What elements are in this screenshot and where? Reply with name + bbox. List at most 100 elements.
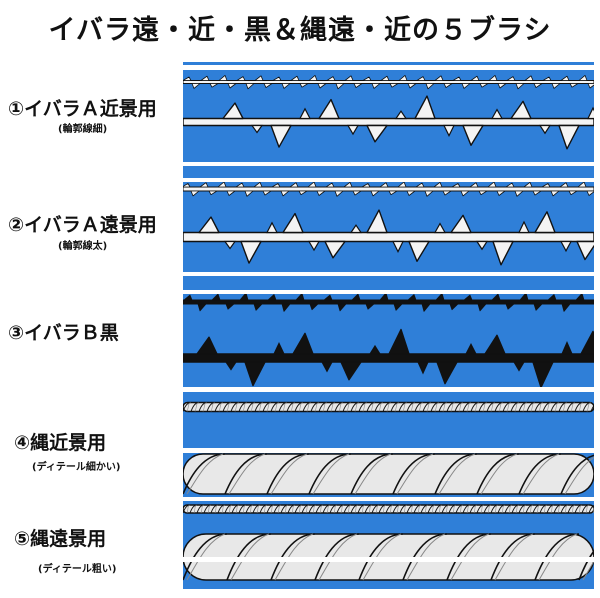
thorn-spike xyxy=(198,216,220,234)
thorn-vine-b-black-large xyxy=(183,328,594,389)
thorn-spike xyxy=(222,102,244,120)
rope-shade xyxy=(480,504,484,514)
thorn-spike xyxy=(299,83,309,88)
thorn-spike xyxy=(505,303,515,310)
thorn-spike xyxy=(366,209,388,234)
thorn-spike xyxy=(542,76,552,81)
thorn-spike xyxy=(452,76,462,81)
rope-shade xyxy=(298,504,302,514)
thorn-spike xyxy=(512,361,526,372)
thorn-spike xyxy=(533,303,543,311)
rope-shade xyxy=(338,402,343,412)
rope-strand xyxy=(590,404,594,412)
rope-shade xyxy=(368,504,372,514)
rope-shade xyxy=(417,504,421,514)
thorn-spike xyxy=(379,292,389,301)
rope-shade xyxy=(354,402,359,412)
rope-shade xyxy=(312,453,350,495)
thorn-spike xyxy=(490,108,504,120)
rope-shade xyxy=(330,402,335,412)
rope-strand xyxy=(350,453,394,495)
thorn-spike xyxy=(183,294,193,301)
thorn-spike xyxy=(424,190,434,197)
thorn-spike xyxy=(316,190,326,196)
rope-shade xyxy=(466,504,470,514)
rope-shade xyxy=(284,504,288,514)
brush-preview-panel xyxy=(183,62,594,589)
thorn-spike xyxy=(538,124,552,135)
thorn-spike xyxy=(394,110,408,120)
rope-shade xyxy=(319,504,323,514)
rope-shade xyxy=(450,402,455,412)
thorn-spike xyxy=(299,107,311,120)
rope-shade xyxy=(306,402,311,412)
vine-stem xyxy=(183,299,594,305)
thorn-spike xyxy=(478,190,488,196)
rope-shade xyxy=(362,533,401,581)
thorn-spike xyxy=(191,83,201,89)
rope-shade xyxy=(410,402,415,412)
rope-shade xyxy=(375,504,379,514)
thorn-vine-a-near-large xyxy=(183,95,594,150)
rope-shade xyxy=(263,504,267,514)
thorn-spike xyxy=(361,183,371,188)
brush-label-5: ⑤縄遠景用 xyxy=(14,528,107,550)
thorn-spike xyxy=(547,294,557,301)
rope-shade xyxy=(274,402,279,412)
rope-shade xyxy=(543,504,547,514)
thorn-spike xyxy=(506,76,516,81)
thorn-spike xyxy=(351,293,361,301)
thorn-spike xyxy=(534,211,556,234)
thorn-spike xyxy=(505,182,515,188)
rope-far-small xyxy=(183,504,594,514)
thorn-spike xyxy=(225,303,235,310)
thorn-spike xyxy=(532,190,542,196)
rope-shade xyxy=(522,504,526,514)
thorn-spike xyxy=(550,190,560,197)
thorn-spike xyxy=(224,361,238,371)
thorn-spike xyxy=(541,183,551,188)
thorn-spike xyxy=(462,124,484,146)
thorn-spike xyxy=(491,293,501,301)
thorn-spike xyxy=(408,240,430,262)
vine-stem xyxy=(183,186,594,192)
rope-shade xyxy=(406,533,445,581)
separator-line xyxy=(183,448,594,453)
thorn-spike xyxy=(282,212,304,234)
thorn-spike xyxy=(414,95,436,120)
rope-shade xyxy=(442,402,447,412)
thorn-spike xyxy=(587,83,594,89)
rope-shade xyxy=(186,533,225,581)
rope-shade xyxy=(318,533,357,581)
thorn-spike xyxy=(371,83,381,89)
thorn-spike xyxy=(569,83,579,88)
rope-strand xyxy=(518,453,562,495)
rope-shade xyxy=(218,402,223,412)
rope-shade xyxy=(474,402,479,412)
thorn-spike xyxy=(245,83,255,90)
rope-shade xyxy=(426,402,431,412)
thorn-vine-a-far-large xyxy=(183,209,594,266)
brush-label-4: ④縄近景用 xyxy=(14,432,107,454)
rope-shade xyxy=(386,402,391,412)
rope-shade xyxy=(230,533,269,581)
thorn-spike xyxy=(398,75,408,81)
thorn-spike xyxy=(449,303,459,311)
thorn-spike xyxy=(308,75,318,81)
thorn-spike xyxy=(416,76,426,81)
rope-shade xyxy=(378,402,383,412)
rope-shade xyxy=(362,402,367,412)
thorn-vine-a-far-small xyxy=(183,181,594,197)
rope-shade xyxy=(571,504,575,514)
vine-stem xyxy=(183,353,594,363)
thorn-spike xyxy=(568,190,578,196)
thorn-spike xyxy=(196,336,218,355)
thorn-spike xyxy=(470,75,480,81)
rope-strand xyxy=(358,533,404,581)
thorn-spike xyxy=(183,76,192,81)
thorn-spike xyxy=(379,182,389,188)
thorn-spike xyxy=(240,240,262,264)
thorn-spike xyxy=(487,181,497,188)
thorn-spike xyxy=(433,181,443,188)
rope-shade xyxy=(480,453,518,495)
